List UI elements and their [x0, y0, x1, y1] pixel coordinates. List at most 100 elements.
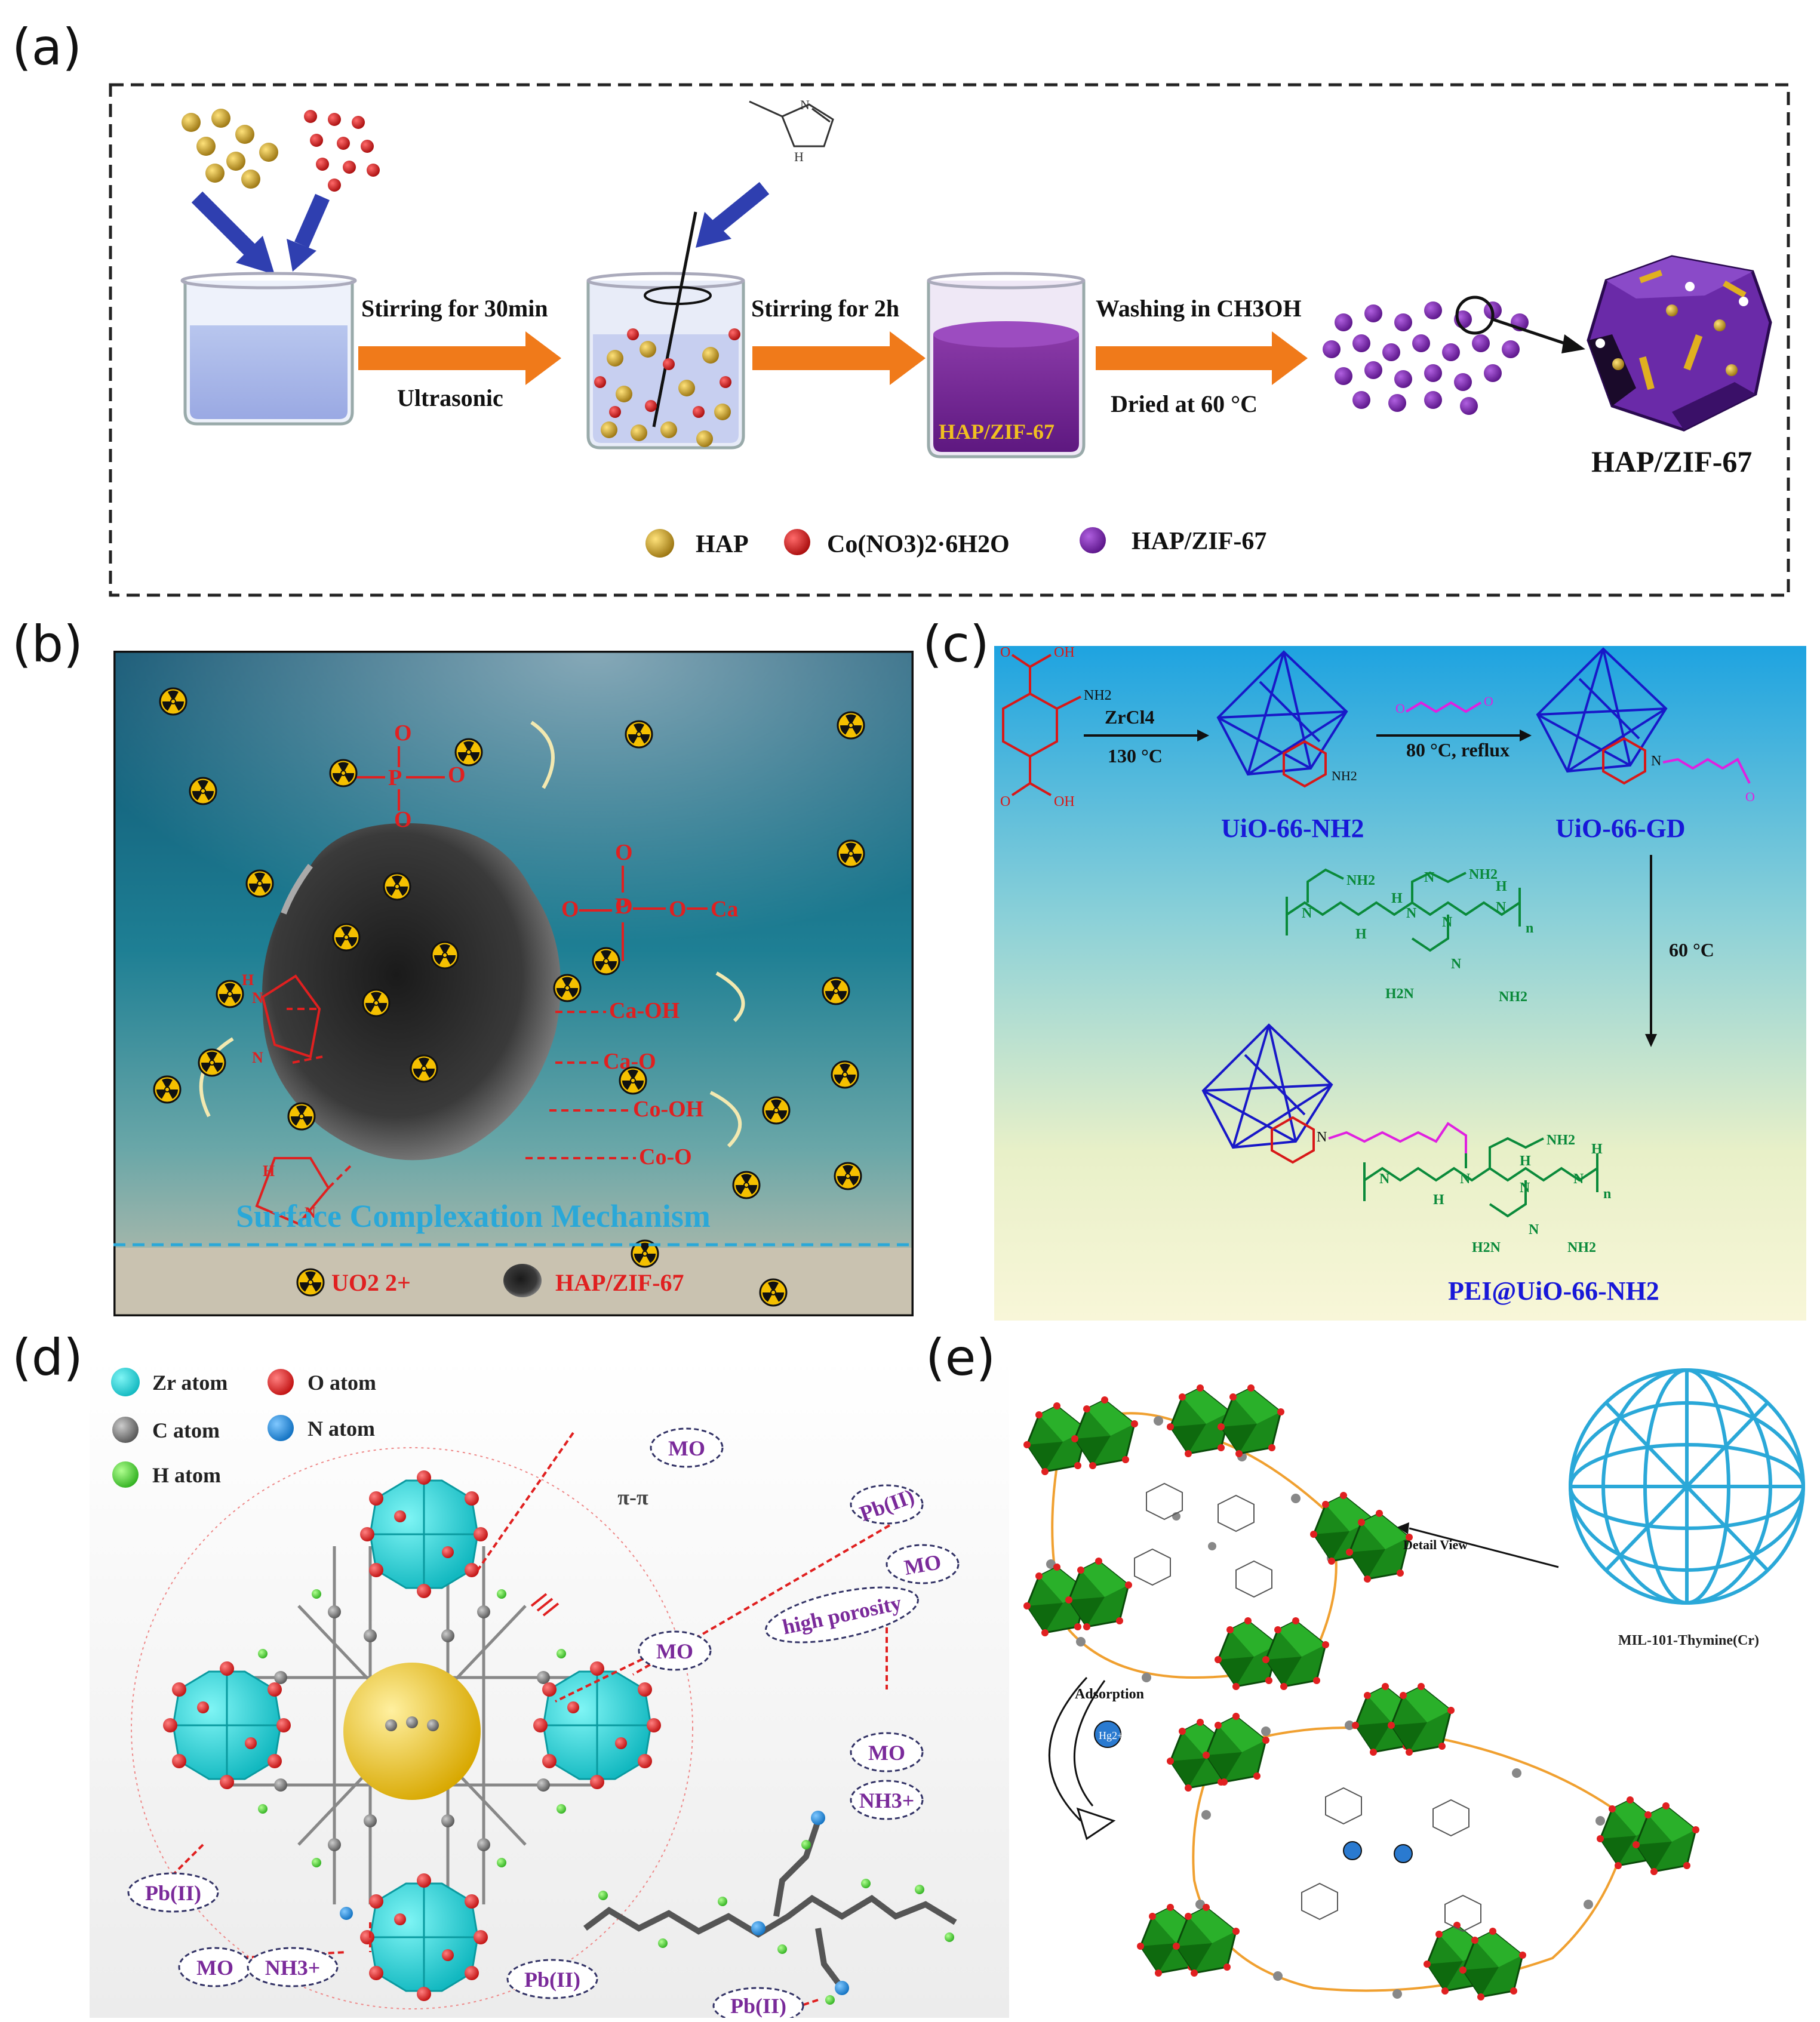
svg-text:Pb(II): Pb(II)	[730, 1994, 786, 2018]
svg-text:Pb(II): Pb(II)	[524, 1968, 580, 1992]
svg-text:O: O	[561, 897, 579, 922]
top-mof-ring	[1022, 1383, 1414, 1691]
svg-text:N: N	[1424, 870, 1435, 885]
step2-top: Stirring for 2h	[751, 295, 899, 322]
panel-e-structure: Detail View MIL-101-Thymine(Cr) Adsorpti…	[1022, 1368, 1805, 2002]
blue-arrow-2	[294, 193, 330, 248]
svg-text:O: O	[1395, 701, 1405, 716]
step1-bottom: Ultrasonic	[397, 384, 503, 411]
svg-text:H2N: H2N	[1385, 986, 1415, 1002]
svg-text:HAP: HAP	[696, 531, 749, 558]
blue-arrow-3	[711, 181, 770, 233]
methylimidazole-structure	[749, 100, 834, 147]
beaker3-label: HAP/ZIF-67	[939, 420, 1055, 444]
step1-top: Stirring for 30min	[361, 295, 548, 322]
panel-b-label: (b)	[12, 615, 83, 673]
arrow-step-2	[752, 331, 926, 385]
svg-text:N: N	[1442, 915, 1453, 930]
svg-text:N: N	[305, 1204, 316, 1221]
mil101-cage	[1569, 1368, 1805, 1605]
svg-text:OH: OH	[1054, 646, 1075, 660]
panel-b-legend: UO2 2+ HAP/ZIF-67	[296, 1264, 684, 1297]
beaker-2	[586, 211, 745, 450]
panel-d-label: (d)	[12, 1328, 83, 1387]
svg-text:Co-O: Co-O	[639, 1144, 692, 1170]
svg-text:O: O	[1745, 789, 1755, 804]
svg-text:80 °C, reflux: 80 °C, reflux	[1406, 739, 1510, 761]
svg-text:Hg2+: Hg2+	[1099, 1729, 1123, 1741]
mof2-label: UiO-66-GD	[1555, 814, 1686, 843]
svg-text:NH2: NH2	[1332, 768, 1357, 783]
adsorption-arrow	[1049, 1676, 1088, 1822]
atom-legend: Zr atom O atom C atom N atom H atom	[111, 1368, 376, 1488]
svg-text:C atom: C atom	[152, 1418, 220, 1442]
hap-particles	[182, 109, 278, 189]
svg-text:NH3+: NH3+	[265, 1956, 321, 1980]
svg-text:O: O	[1000, 794, 1010, 810]
svg-text:N: N	[1379, 1171, 1390, 1187]
svg-text:MO: MO	[668, 1436, 705, 1460]
svg-text:NH2: NH2	[1567, 1240, 1596, 1255]
svg-text:O: O	[1484, 694, 1493, 709]
svg-text:HAP/ZIF-67: HAP/ZIF-67	[1132, 528, 1266, 555]
panel-a-scheme: N H Stirring for 30min Ultrasonic Stirri…	[109, 83, 1790, 597]
svg-text:π-π: π-π	[617, 1485, 648, 1509]
svg-text:NH2: NH2	[1346, 873, 1375, 888]
svg-text:N: N	[1573, 1171, 1584, 1187]
svg-text:H: H	[1391, 891, 1403, 906]
step3-top: Washing in CH3OH	[1096, 295, 1302, 322]
panel-e-label: (e)	[926, 1328, 996, 1387]
zif-particles	[1323, 301, 1529, 415]
svg-text:H: H	[1520, 1153, 1531, 1169]
svg-text:O: O	[615, 840, 633, 865]
svg-text:H: H	[1433, 1192, 1444, 1208]
svg-text:NH2: NH2	[1499, 989, 1527, 1005]
svg-text:N: N	[800, 97, 810, 112]
svg-text:O: O	[448, 762, 466, 787]
svg-text:Co(NO3)2·6H2O: Co(NO3)2·6H2O	[827, 531, 1010, 558]
blue-arrow-1	[191, 191, 257, 257]
svg-text:MO: MO	[868, 1741, 905, 1765]
detail-view-label: Detail View	[1403, 1537, 1468, 1552]
svg-text:H: H	[242, 971, 254, 989]
svg-text:Ca: Ca	[711, 897, 738, 922]
svg-text:N: N	[1460, 1171, 1471, 1187]
svg-text:O: O	[615, 894, 633, 919]
svg-text:Zr atom: Zr atom	[152, 1371, 228, 1395]
svg-text:P: P	[615, 894, 629, 919]
svg-text:N: N	[1496, 900, 1507, 915]
panel-b-mechanism: O O P O O O O P O Ca O Ca-OH Ca-O Co-OH …	[113, 651, 914, 1316]
svg-text:N: N	[1529, 1222, 1539, 1238]
svg-text:NH2: NH2	[1084, 688, 1112, 703]
svg-text:Ca-OH: Ca-OH	[609, 998, 680, 1023]
svg-text:ZrCl4: ZrCl4	[1105, 706, 1155, 728]
crystal-label: HAP/ZIF-67	[1591, 445, 1752, 478]
panel-a-label: (a)	[12, 18, 82, 76]
panel-d-structure: Zr atom O atom C atom N atom H atom	[90, 1355, 1009, 2018]
step3-bottom: Dried at 60 °C	[1111, 390, 1258, 417]
svg-text:NH2: NH2	[1547, 1132, 1575, 1148]
svg-text:N: N	[1317, 1130, 1327, 1145]
panel-a-frame	[109, 83, 1790, 597]
svg-text:H: H	[794, 149, 804, 164]
svg-text:H2N: H2N	[1472, 1240, 1501, 1255]
pore-sphere	[343, 1663, 481, 1800]
svg-text:N: N	[1302, 906, 1312, 921]
svg-text:N: N	[252, 989, 263, 1007]
svg-text:n: n	[1603, 1186, 1611, 1202]
svg-text:130 °C: 130 °C	[1108, 745, 1163, 767]
beaker-1	[180, 272, 357, 426]
arrow-step-1	[358, 331, 561, 385]
svg-text:OH: OH	[1054, 794, 1075, 810]
zif-crystal	[1587, 255, 1772, 432]
svg-text:O: O	[394, 721, 412, 746]
svg-text:O: O	[1000, 646, 1010, 660]
svg-text:MO: MO	[196, 1956, 233, 1980]
svg-text:Adsorption: Adsorption	[1075, 1686, 1144, 1702]
svg-text:P: P	[388, 765, 402, 790]
svg-text:UO2 2+: UO2 2+	[331, 1269, 411, 1296]
svg-text:N: N	[1406, 906, 1417, 921]
svg-text:HAP/ZIF-67: HAP/ZIF-67	[555, 1269, 684, 1296]
svg-text:O atom: O atom	[308, 1371, 376, 1395]
svg-text:H: H	[1591, 1141, 1603, 1157]
